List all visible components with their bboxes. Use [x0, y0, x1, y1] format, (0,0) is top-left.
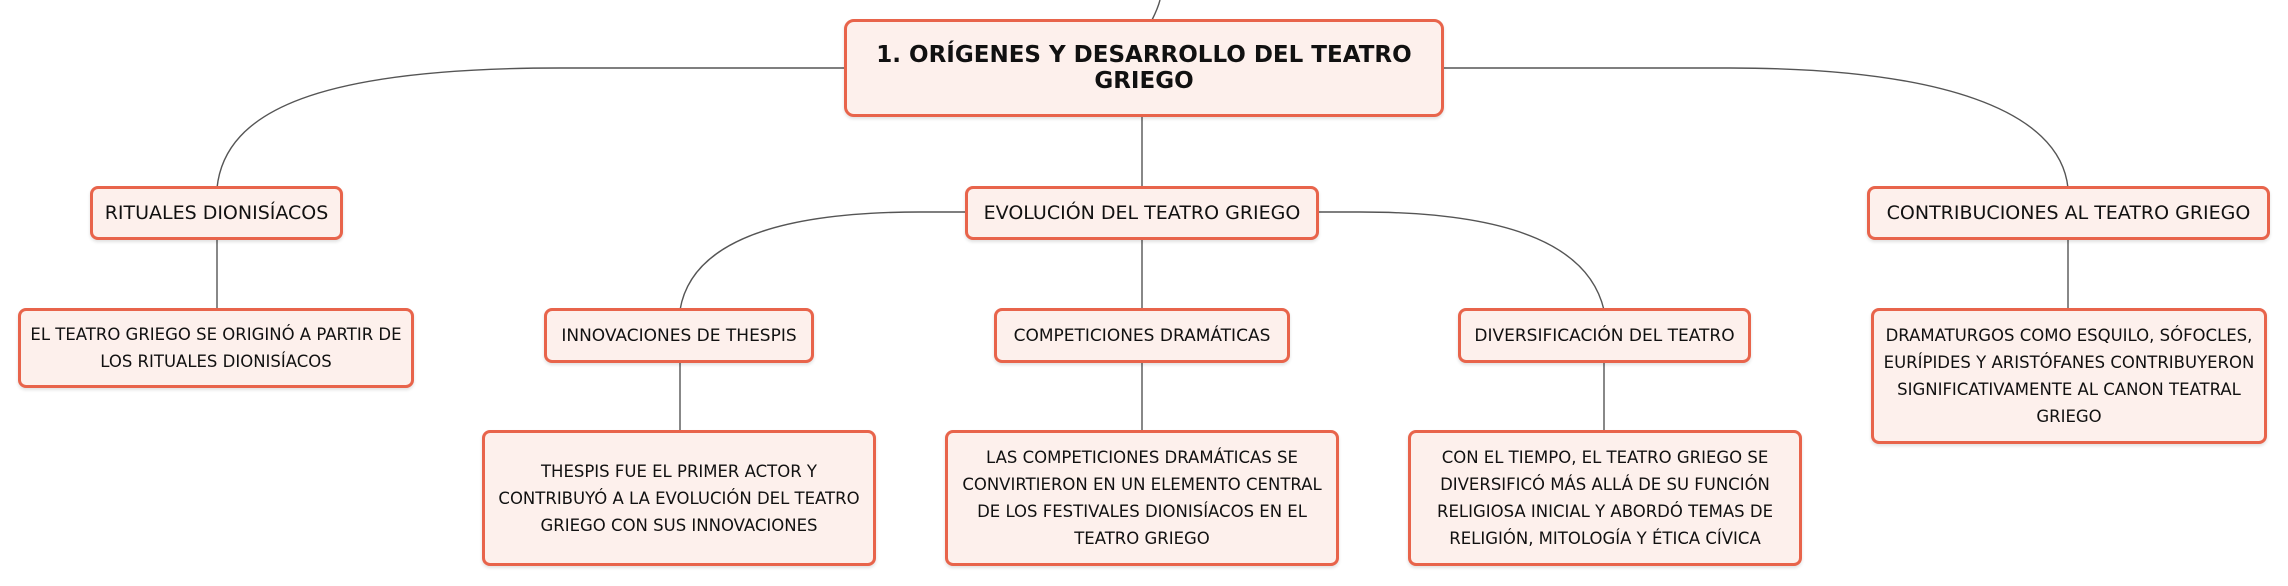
branch-evolucion-teatro-griego[interactable]: EVOLUCIÓN DEL TEATRO GRIEGO [965, 186, 1319, 240]
connector-evolucion-diversificacion [1318, 211, 1605, 311]
connector-evolucion-thespis [679, 211, 966, 311]
branch-contribuciones-teatro-griego[interactable]: CONTRIBUCIONES AL TEATRO GRIEGO [1867, 186, 2270, 240]
leaf-competiciones-dramaticas[interactable]: LAS COMPETICIONES DRAMÁTICAS SE CONVIRTI… [945, 430, 1339, 566]
leaf-innovaciones-thespis[interactable]: THESPIS FUE EL PRIMER ACTOR Y CONTRIBUYÓ… [482, 430, 876, 566]
leaf-contribuciones-teatro-griego[interactable]: DRAMATURGOS COMO ESQUILO, SÓFOCLES, EURÍ… [1871, 308, 2267, 444]
topic-innovaciones-thespis[interactable]: INNOVACIONES DE THESPIS [544, 308, 814, 363]
topic-competiciones-dramaticas[interactable]: COMPETICIONES DRAMÁTICAS [994, 308, 1290, 363]
leaf-diversificacion-teatro[interactable]: CON EL TIEMPO, EL TEATRO GRIEGO SE DIVER… [1408, 430, 1802, 566]
root-node[interactable]: 1. ORÍGENES Y DESARROLLO DEL TEATRO GRIE… [844, 19, 1444, 117]
leaf-rituales-dionisiacos[interactable]: EL TEATRO GRIEGO SE ORIGINÓ A PARTIR DE … [18, 308, 414, 388]
connector-root-rituales [216, 67, 846, 189]
topic-diversificacion-teatro[interactable]: DIVERSIFICACIÓN DEL TEATRO [1458, 308, 1751, 363]
branch-rituales-dionisiacos[interactable]: RITUALES DIONISÍACOS [90, 186, 343, 240]
connector-root-contribuciones [1442, 67, 2069, 189]
connector-root-parent [1151, 0, 1161, 21]
